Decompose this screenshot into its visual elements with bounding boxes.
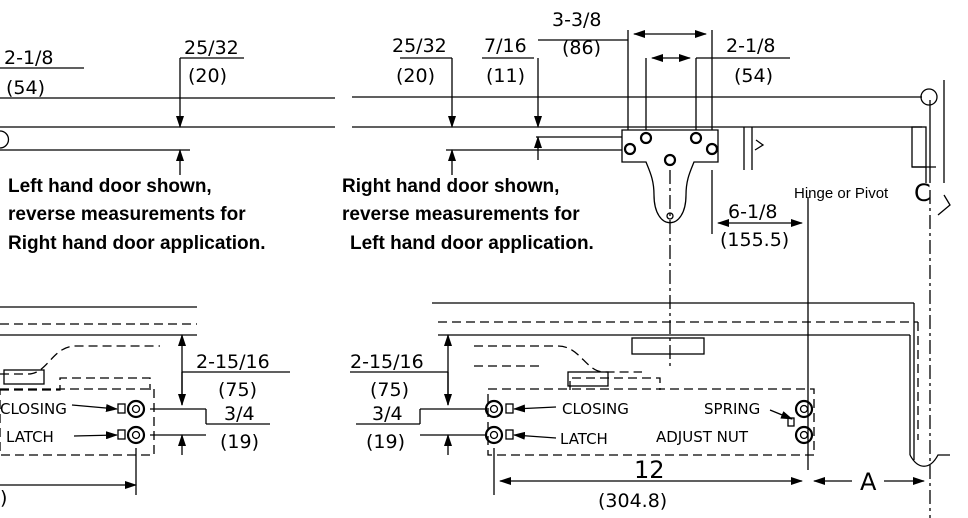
left-closing-label: CLOSING [0,400,67,418]
right-dim-2-15-16: 2-15/16 [350,351,424,373]
left-dim-25-32: 25/32 [184,37,239,59]
right-dim-12: 12 [634,456,665,484]
right-dim-155-5: (155.5) [720,229,789,251]
right-dim-25-32: 25/32 [392,35,447,57]
right-top-frame [352,30,951,518]
left-note-line-2: reverse measurements for [8,204,246,225]
left-latch-label: LATCH [6,428,54,446]
left-dim-2-15-16: 2-15/16 [196,351,270,373]
right-dim-2-1-8: 2-1/8 [726,35,776,57]
left-bottom-frame [0,306,290,495]
right-bottom-frame [350,302,950,495]
right-dim-75: (75) [370,379,409,401]
spring-label: SPRING [704,400,760,418]
right-dim-6-1-8: 6-1/8 [728,201,778,223]
right-dim-19: (19) [366,431,405,453]
right-note-line-2: reverse measurements for [342,204,580,225]
right-dim-7-16: 7/16 [484,35,527,57]
right-dim-3-3-8: 3-3/8 [552,9,602,31]
left-top-frame [0,57,335,175]
offset-a-label: A [860,468,877,496]
right-latch-label: LATCH [560,430,608,448]
right-closing-label: CLOSING [562,400,629,418]
left-dim-3-4: 3/4 [224,403,255,425]
right-dim-3-4: 3/4 [372,403,403,425]
adjust-nut-label: ADJUST NUT [656,428,749,446]
left-dim-20: (20) [188,65,227,87]
left-dim-54: (54) [6,77,45,99]
left-dim-2-1-8: 2-1/8 [4,47,54,69]
right-note-line-1: Right hand door shown, [342,176,559,197]
right-dim-304-8: (304.8) [598,490,667,512]
right-dim-86: (86) [562,37,601,59]
right-note-line-3: Left hand door application. [350,233,594,254]
left-dim-75: (75) [218,379,257,401]
left-note-line-3: Right hand door application. [8,233,266,254]
hinge-pivot-label: Hinge or Pivot [794,185,889,202]
right-dim-20: (20) [396,65,435,87]
right-dim-11: (11) [486,65,525,87]
right-dim-54: (54) [734,65,773,87]
left-dim-partial: ) [0,487,7,509]
centerline-symbol: C [914,179,931,207]
left-note-line-1: Left hand door shown, [8,176,212,197]
left-dim-19: (19) [220,431,259,453]
